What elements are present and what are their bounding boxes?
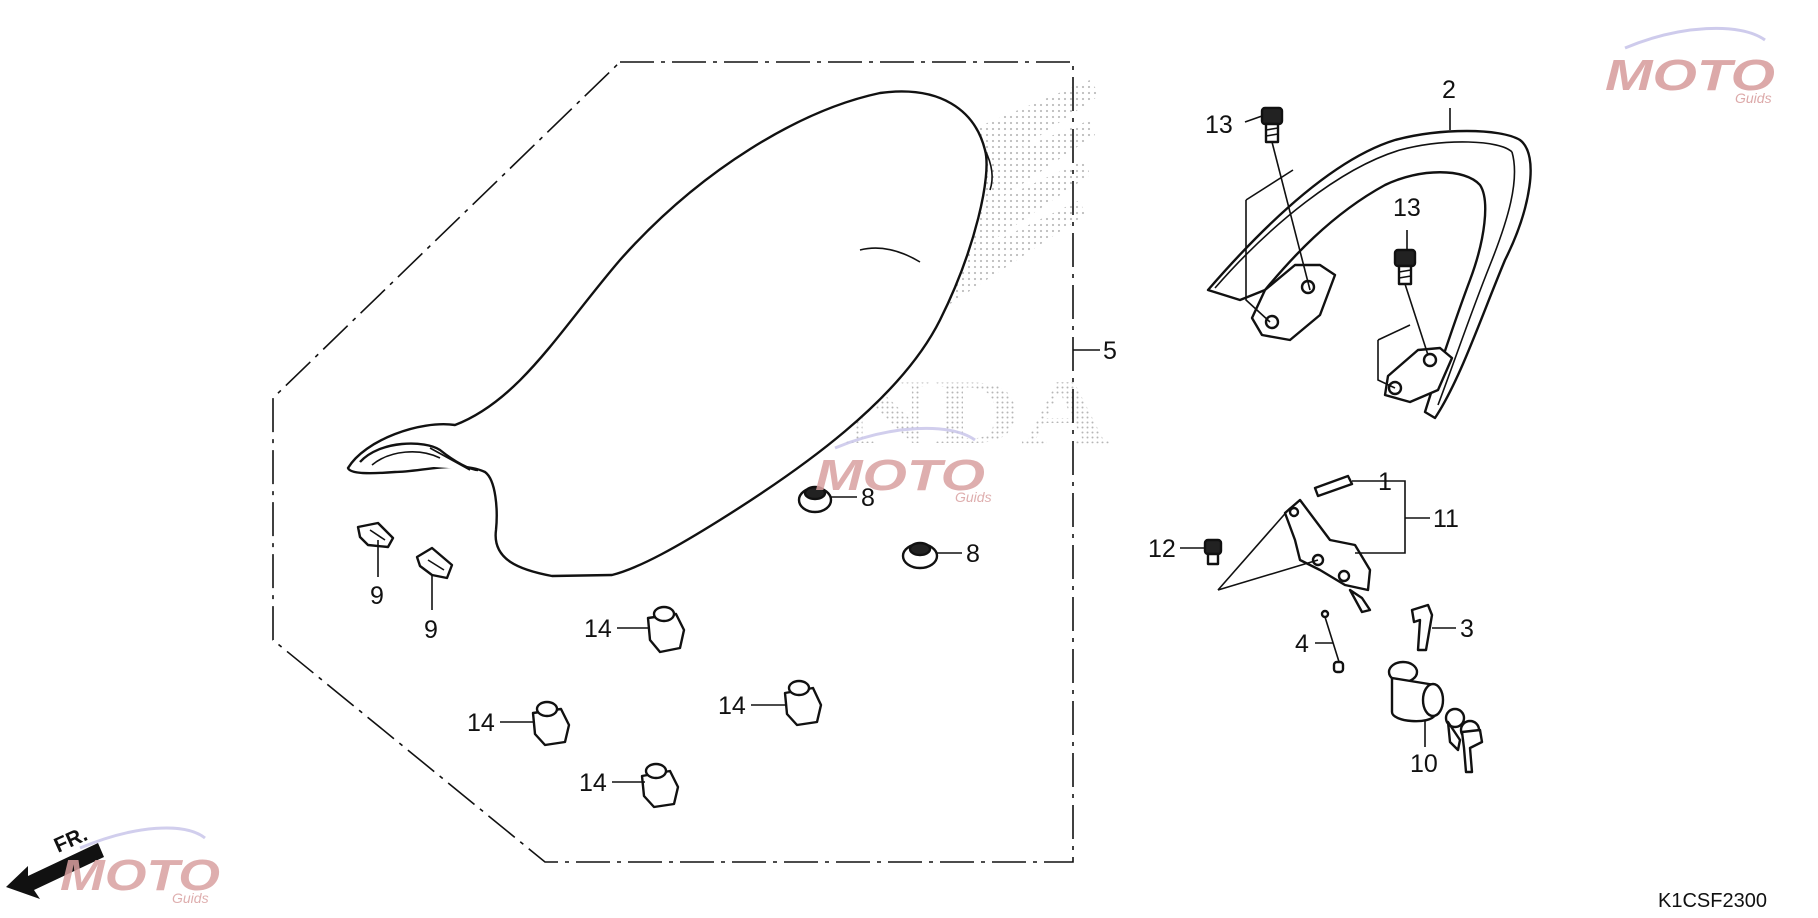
leader-lines bbox=[377, 108, 1456, 783]
watermark-sub: Guids bbox=[172, 890, 209, 906]
callout-8-lower: 8 bbox=[966, 540, 980, 568]
key-cylinder bbox=[1387, 660, 1484, 774]
bolt-13-upper bbox=[1260, 106, 1284, 144]
seat-hook-left bbox=[356, 521, 395, 549]
front-arrow-icon bbox=[6, 843, 104, 899]
watermark-sub: Guids bbox=[1735, 90, 1772, 106]
callout-14-c: 14 bbox=[467, 709, 495, 737]
clip-3 bbox=[1410, 603, 1434, 652]
watermark-bottom-left: MOTO Guids bbox=[60, 826, 220, 906]
callout-2: 2 bbox=[1442, 76, 1456, 104]
callout-12: 12 bbox=[1148, 535, 1176, 563]
watermark-brand: MOTO bbox=[60, 851, 220, 900]
spring-4 bbox=[1320, 609, 1345, 674]
seat bbox=[346, 90, 993, 578]
callout-13-lower: 13 bbox=[1393, 194, 1421, 222]
stopper-14-c bbox=[531, 700, 571, 747]
callout-14-b: 14 bbox=[718, 692, 746, 720]
callout-13-upper: 13 bbox=[1205, 111, 1233, 139]
stopper-14-b bbox=[783, 679, 823, 727]
callout-8-upper: 8 bbox=[861, 484, 875, 512]
callout-1: 1 bbox=[1378, 468, 1392, 496]
callout-11: 11 bbox=[1433, 505, 1459, 533]
cushion-8-lower bbox=[901, 541, 939, 570]
pin-1 bbox=[1313, 474, 1354, 498]
seat-assembly-boundary bbox=[272, 61, 1074, 863]
callout-3: 3 bbox=[1460, 615, 1474, 643]
watermark-sub: Guids bbox=[955, 489, 992, 505]
grab-rail bbox=[1206, 129, 1532, 420]
bolt-12 bbox=[1203, 538, 1223, 566]
watermark-brand: MOTO bbox=[815, 451, 985, 500]
watermark-top-right: MOTO Guids bbox=[1605, 26, 1775, 106]
callout-10: 10 bbox=[1410, 750, 1438, 778]
callout-14-d: 14 bbox=[579, 769, 607, 797]
seat-lock-bracket bbox=[1283, 498, 1372, 614]
callout-9-right: 9 bbox=[424, 616, 438, 644]
callout-14-a: 14 bbox=[584, 615, 612, 643]
stopper-14-a bbox=[646, 605, 686, 654]
cushion-8-upper bbox=[797, 485, 833, 514]
stopper-14-d bbox=[640, 762, 680, 809]
seat-hook-right bbox=[415, 546, 454, 580]
watermark-brand: MOTO bbox=[1605, 51, 1775, 100]
watermark-center: MOTO Guids bbox=[815, 426, 992, 505]
callout-9-left: 9 bbox=[370, 582, 384, 610]
callout-4: 4 bbox=[1295, 630, 1309, 658]
bolt-13-lower bbox=[1393, 248, 1417, 286]
callout-5: 5 bbox=[1103, 337, 1117, 365]
diagram-code: K1CSF2300 bbox=[1658, 890, 1767, 912]
